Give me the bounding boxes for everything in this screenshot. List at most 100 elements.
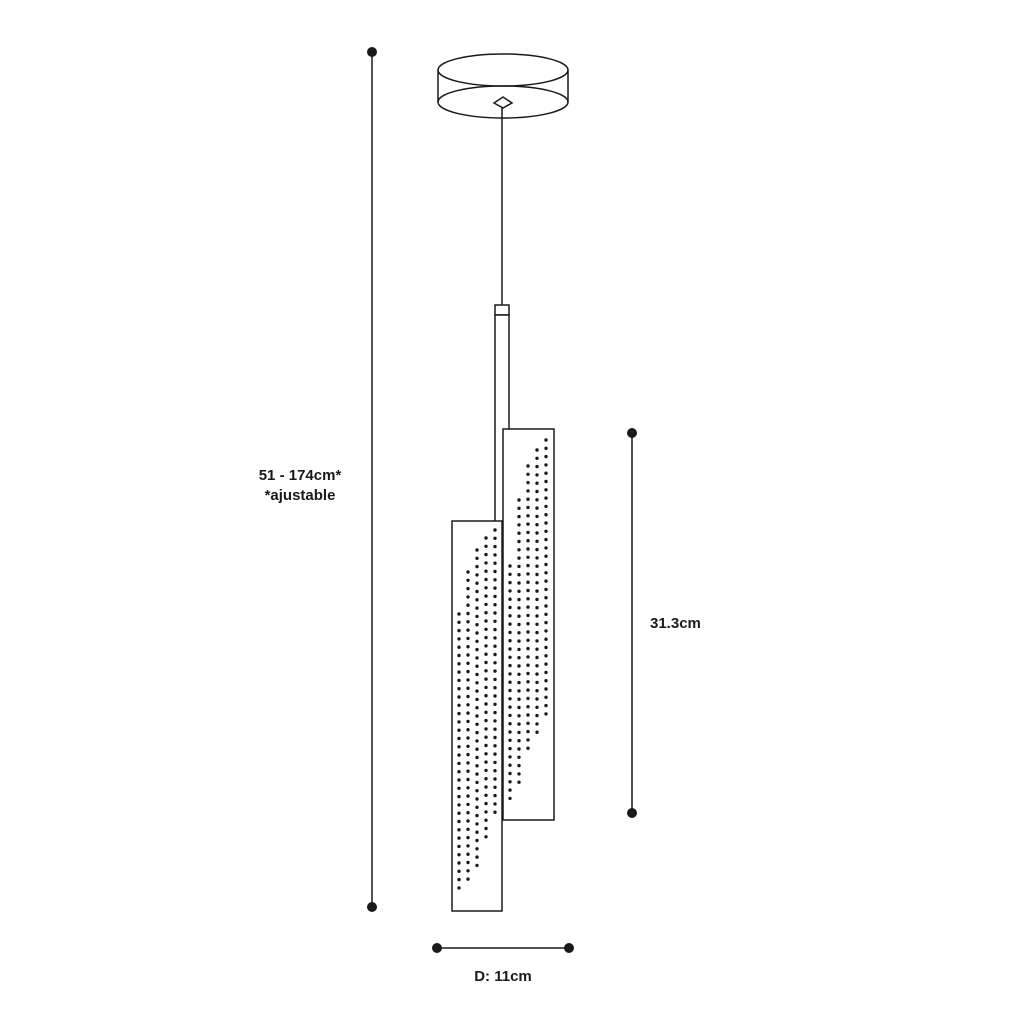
perforation-dot (535, 664, 539, 668)
perforation-dot (466, 794, 470, 798)
perforation-dot (493, 744, 497, 748)
perforation-dot (484, 644, 488, 648)
perforation-dot (544, 438, 548, 442)
perforation-dot (526, 505, 530, 510)
perforation-dot (457, 745, 461, 749)
perforation-dot (484, 586, 488, 590)
perforation-dot (544, 529, 548, 533)
perforation-dot (544, 679, 548, 683)
perforation-dot (517, 556, 521, 560)
perforation-dot (544, 513, 548, 517)
perforation-dot (544, 703, 548, 708)
perforation-dot (517, 531, 521, 535)
total-height-bottom-dot (367, 902, 377, 912)
perforation-dot (484, 627, 488, 631)
perforation-dot (526, 729, 530, 734)
perforation-dot (466, 595, 470, 599)
perforation-dot (475, 548, 479, 552)
perforation-dot (484, 810, 488, 814)
perforation-dot (544, 596, 548, 600)
perforation-dot (526, 580, 530, 584)
perforation-dot (517, 680, 521, 685)
perforation-dot (535, 639, 539, 643)
perforation-dot (508, 763, 512, 767)
perforation-dot (484, 669, 488, 673)
perforation-dot (544, 496, 548, 500)
perforation-dot (544, 554, 548, 558)
perforation-dot (526, 522, 530, 526)
perforation-dot (544, 546, 548, 550)
perforation-dot (475, 589, 479, 594)
perforation-dot (535, 606, 539, 610)
perforation-dot (457, 645, 461, 649)
perforation-dot (466, 570, 470, 574)
perforation-dot (484, 785, 488, 789)
perforation-dot (508, 622, 512, 626)
perforation-dot (466, 877, 470, 881)
perforation-dot (526, 721, 530, 725)
perforation-dot (466, 703, 470, 707)
perforation-dot (457, 678, 461, 683)
perforation-dot (526, 646, 530, 651)
perforation-dot (517, 714, 521, 718)
perforation-dot (484, 577, 488, 582)
rod-connector (494, 304, 510, 316)
perforation-dot (466, 645, 470, 649)
perforation-dot (466, 586, 470, 591)
perforation-dot (475, 780, 479, 785)
perforation-dot (508, 738, 512, 742)
perforation-dot (526, 696, 530, 701)
perforation-dot (466, 620, 470, 624)
perforation-dot (457, 803, 461, 807)
diameter-label: D: 11cm (474, 968, 532, 985)
perforation-dot (457, 720, 461, 724)
perforation-dot (535, 506, 539, 510)
perforation-dot (484, 743, 488, 748)
perforation-dot (526, 530, 530, 535)
perforation-dot (484, 694, 488, 698)
perforation-dot (475, 847, 479, 851)
perforation-dot (493, 661, 497, 665)
perforation-dot (466, 852, 470, 856)
perforation-dot (544, 587, 548, 592)
perforation-dot (484, 727, 488, 731)
perforation-dot (517, 672, 521, 676)
perforation-dot (484, 801, 488, 806)
perforation-dot (517, 705, 521, 710)
perforation-dot (475, 863, 479, 868)
perforation-dot (535, 630, 539, 635)
perforation-dot (493, 702, 497, 706)
perforation-dot (535, 672, 539, 676)
perforation-dot (475, 747, 479, 751)
perforation-dot (493, 760, 497, 765)
perforation-dot (493, 652, 497, 657)
perforation-dot (466, 611, 470, 616)
perforation-dot (544, 687, 548, 691)
canopy-bottom-rim (437, 85, 569, 103)
perforation-dot (517, 622, 521, 627)
perforation-dot (457, 869, 461, 873)
adjustable-note: *ajustable (264, 487, 336, 504)
perforation-dot (484, 594, 488, 598)
perforation-dot (508, 605, 512, 610)
perforation-dot (475, 631, 479, 635)
shade-height-bottom-dot (627, 808, 637, 818)
right-shade-perforations (508, 438, 548, 801)
perforation-dot (475, 647, 479, 652)
perforation-dot (493, 627, 497, 632)
perforation-dot (535, 556, 539, 560)
perforation-dot (508, 647, 512, 651)
perforation-dot (457, 711, 461, 716)
perforation-dot (544, 637, 548, 641)
perforation-dot (457, 620, 461, 624)
perforation-dot (517, 656, 521, 660)
perforation-dot (475, 581, 479, 585)
perforation-dot (457, 886, 461, 890)
perforation-dot (544, 471, 548, 475)
perforation-dot (466, 711, 470, 715)
perforation-dot (517, 772, 521, 776)
perforation-dot (517, 614, 521, 618)
perforation-dot (517, 730, 521, 735)
perforation-dot (484, 552, 488, 557)
perforation-dot (493, 785, 497, 789)
